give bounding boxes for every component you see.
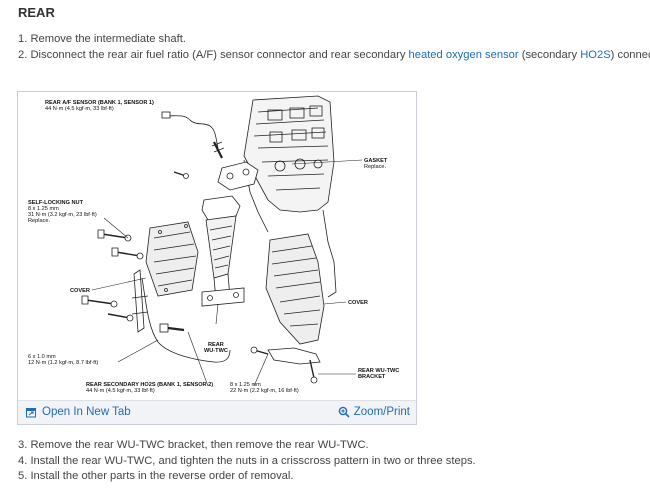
label-bolt-6mm: 6 x 1.0 mm xyxy=(28,354,56,360)
label-rear-wutwc: REAR xyxy=(208,342,224,348)
step-number: 5. xyxy=(18,470,28,482)
step-1: 1. Remove the intermediate shaft. xyxy=(18,32,650,48)
heated-oxygen-sensor-link[interactable]: heated oxygen sensor xyxy=(408,48,519,61)
label-nut-size: 8 x 1.25 mm xyxy=(28,206,59,212)
step-text: Disconnect the rear air fuel ratio (A/F)… xyxy=(30,48,409,61)
step-text: Install the other parts in the reverse o… xyxy=(30,470,294,482)
step-3: 3. Remove the rear WU-TWC bracket, then … xyxy=(18,438,476,454)
step-2: 2. Disconnect the rear air fuel ratio (A… xyxy=(18,48,650,64)
exhaust-diagram[interactable]: REAR A/F SENSOR (BANK 1, SENSOR 1) 44 N·… xyxy=(18,92,416,400)
label-rear-af-sensor: REAR A/F SENSOR (BANK 1, SENSOR 1) xyxy=(45,100,154,106)
step-5: 5. Install the other parts in the revers… xyxy=(18,469,476,485)
label-bolt-6mm-torque: 12 N·m (1.2 kgf·m, 8.7 lbf·ft) xyxy=(28,360,98,366)
zoom-print-button[interactable]: Zoom/Print xyxy=(338,406,410,418)
label-bracket: REAR WU-TWC xyxy=(358,368,399,374)
label-rear-ho2s: REAR SECONDARY HO2S (BANK 1, SENSOR 2) xyxy=(86,382,213,388)
steps-list-bottom: 3. Remove the rear WU-TWC bracket, then … xyxy=(18,438,476,485)
step-text: ) connector. xyxy=(610,48,650,61)
figure-panel: REAR A/F SENSOR (BANK 1, SENSOR 1) 44 N·… xyxy=(17,91,417,425)
label-cover-right: COVER xyxy=(348,300,368,306)
label-cover-left: COVER xyxy=(70,288,90,294)
open-tab-icon xyxy=(26,407,36,417)
steps-list-top: 1. Remove the intermediate shaft. 2. Dis… xyxy=(18,32,650,63)
step-text: Install the rear WU-TWC, and tighten the… xyxy=(30,454,476,467)
step-text: Remove the intermediate shaft. xyxy=(30,33,186,45)
label-gasket-note: Replace. xyxy=(364,164,387,170)
ho2s-link[interactable]: HO2S xyxy=(580,48,611,61)
step-text: (secondary xyxy=(518,48,581,61)
label-bolt-8mm: 8 x 1.25 mm xyxy=(230,382,261,388)
section-heading: REAR xyxy=(18,5,55,20)
step-number: 1. xyxy=(18,33,28,45)
figure-toolbar: Open In New Tab Zoom/Print xyxy=(18,400,416,424)
step-number: 3. xyxy=(18,439,28,451)
step-text: Remove the rear WU-TWC bracket, then rem… xyxy=(30,439,369,451)
label-nut-note: Replace. xyxy=(28,218,51,224)
step-number: 2. xyxy=(18,48,28,61)
label-bolt-8mm-torque: 22 N·m (2.2 kgf·m, 16 lbf·ft) xyxy=(230,388,299,394)
label-nut-torque: 31 N·m (3.2 kgf·m, 23 lbf·ft) xyxy=(28,212,97,218)
label-self-locking-nut: SELF-LOCKING NUT xyxy=(28,200,84,206)
step-number: 4. xyxy=(18,454,28,467)
label-bracket-2: BRACKET xyxy=(358,374,386,380)
label-gasket: GASKET xyxy=(364,158,388,164)
open-new-tab-label: Open In New Tab xyxy=(42,406,131,418)
step-4: 4. Install the rear WU-TWC, and tighten … xyxy=(18,454,476,470)
label-rear-wutwc-2: WU-TWC xyxy=(204,348,228,354)
open-new-tab-button[interactable]: Open In New Tab xyxy=(26,406,131,418)
label-rear-af-torque: 44 N·m (4.5 kgf·m, 33 lbf·ft) xyxy=(45,106,114,112)
label-rear-ho2s-torque: 44 N·m (4.5 kgf·m, 33 lbf·ft) xyxy=(86,388,155,394)
zoom-print-label: Zoom/Print xyxy=(353,406,410,418)
magnifier-icon xyxy=(338,406,350,418)
